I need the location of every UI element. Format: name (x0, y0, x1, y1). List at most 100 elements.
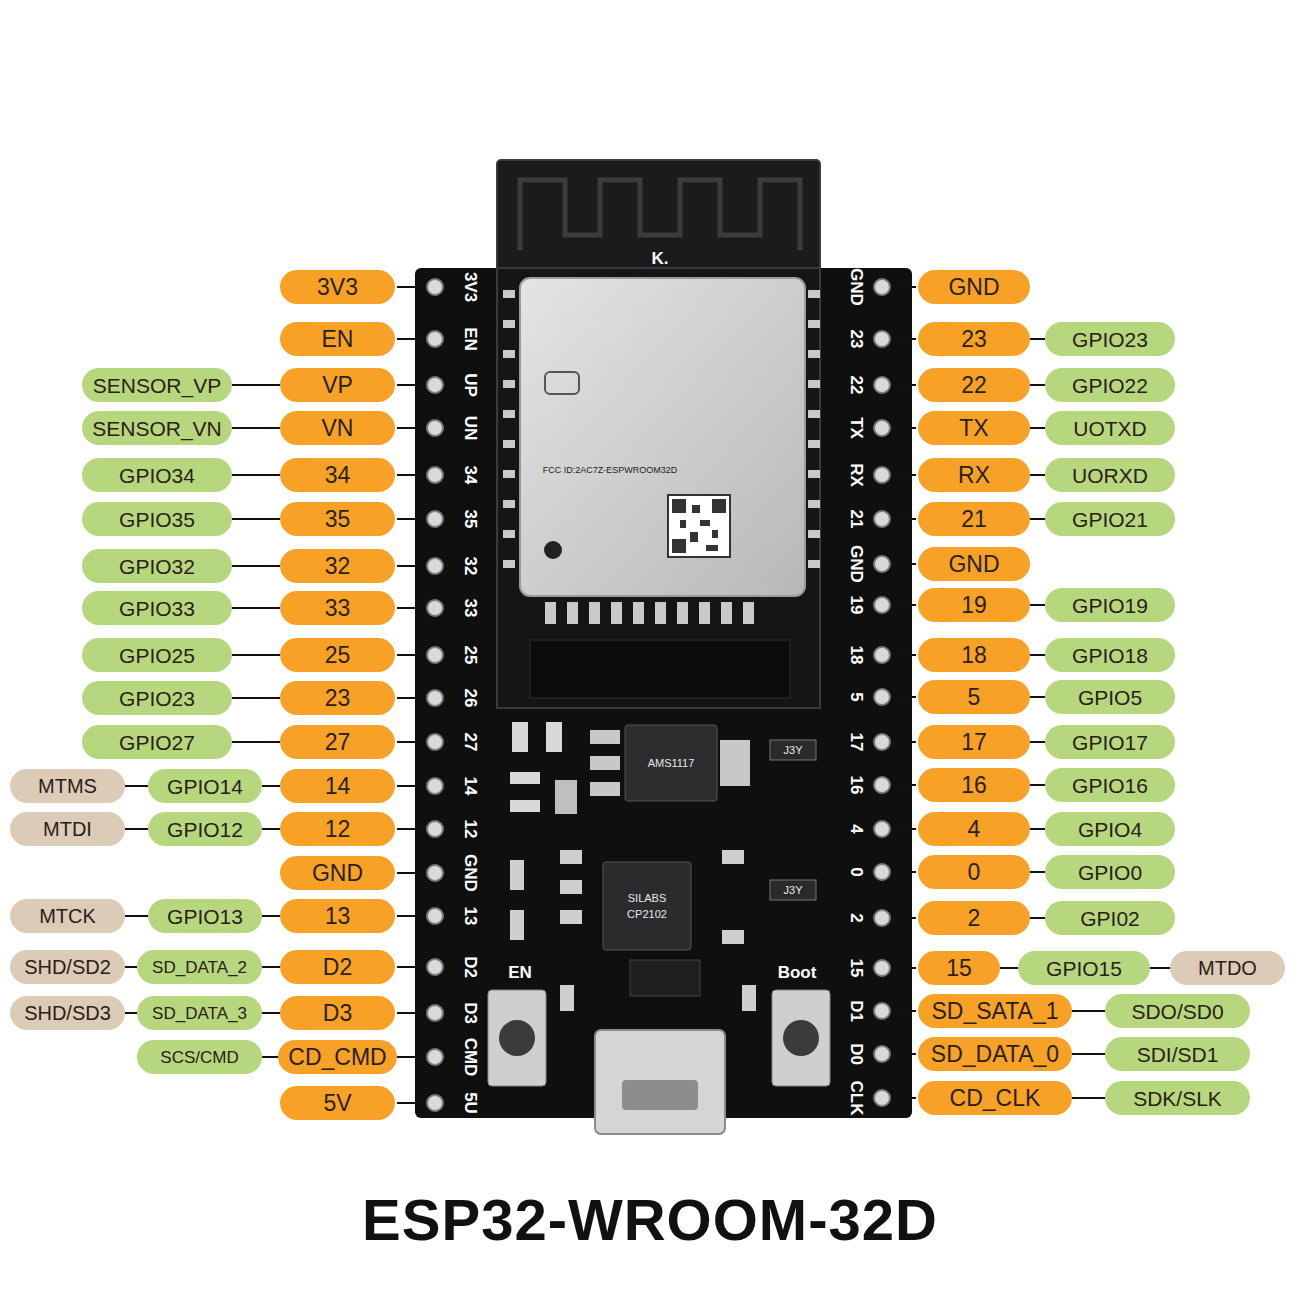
pin-silkscreen: 0 (848, 867, 865, 876)
pin-number-label: 23 (280, 681, 395, 715)
module-shield (520, 278, 805, 596)
leader-line (125, 915, 148, 917)
gpio-function-label: GPIO15 (1018, 951, 1150, 985)
alt-function-label: MTCK (10, 899, 125, 933)
pin-label-text: MTDO (1198, 958, 1257, 978)
usb-bridge-chip (603, 862, 691, 950)
leader-line (1072, 1053, 1105, 1055)
pin-label-text: GPIO23 (119, 688, 195, 709)
pin-silkscreen: UP (462, 373, 479, 397)
pin-number-label: 12 (280, 812, 395, 846)
pin-label-text: GPIO25 (119, 645, 195, 666)
pin-number-label: D2 (280, 950, 395, 984)
pin-label-text: SDO/SD0 (1131, 1001, 1223, 1022)
leader-line (262, 915, 280, 917)
pin-label-text: 2 (968, 907, 981, 930)
pin-label-text: 0 (968, 861, 981, 884)
leader-line (1030, 427, 1045, 429)
pin-label-text: D2 (323, 956, 352, 979)
pin-label-text: CD_CLK (950, 1087, 1041, 1110)
pin-number-label: 34 (280, 458, 395, 492)
pin-headers (427, 279, 890, 1111)
pin-leaders (397, 287, 916, 1103)
pin-label-text: GPIO34 (119, 465, 195, 486)
pin-label-text: 17 (961, 731, 987, 754)
pin-number-label: CD_CLK (918, 1081, 1072, 1115)
gpio-function-label: GPIO19 (1045, 588, 1175, 622)
boot-button (772, 990, 830, 1086)
pin-silkscreen: 19 (848, 596, 865, 615)
pin-label-text: GPIO21 (1072, 509, 1148, 530)
leader-line (262, 785, 280, 787)
pin-label-text: GND (948, 276, 999, 299)
pin-number-label: 25 (280, 638, 395, 672)
leader-line (1072, 1010, 1105, 1012)
leader-line (1030, 474, 1045, 476)
pin-silkscreen: CLK (848, 1081, 865, 1116)
gpio-function-label: SENSOR_VP (82, 368, 232, 402)
pin-silkscreen: D1 (848, 1000, 865, 1022)
module-marking: FCC ID:2AC7Z-ESPWROOM32D (543, 466, 678, 475)
leader-line (232, 697, 280, 699)
leader-line (1030, 696, 1045, 698)
pin-label-text: GPIO32 (119, 556, 195, 577)
reg-pin (590, 730, 620, 744)
pin-label-text: MTCK (39, 906, 96, 926)
pin-label-text: SD_DATA_0 (931, 1043, 1059, 1066)
module-underside (530, 640, 790, 698)
leader-line (1030, 518, 1045, 520)
gpio-function-label: GPIO17 (1045, 725, 1175, 759)
leader-line (125, 785, 148, 787)
pin-label-text: GPIO23 (1072, 329, 1148, 350)
pin-label-text: 23 (961, 328, 987, 351)
pin-number-label: 22 (918, 368, 1030, 402)
pin-silkscreen: 12 (462, 820, 479, 839)
leader-line (232, 565, 280, 567)
pin-label-text: CD_CMD (288, 1046, 386, 1069)
gpio-function-label: GPIO22 (1045, 368, 1175, 402)
pin-number-label: 19 (918, 588, 1030, 622)
pin-label-text: D3 (323, 1002, 352, 1025)
pin-number-label: GND (280, 856, 395, 890)
pin-label-text: 34 (325, 464, 351, 487)
gpio-function-label: GPIO21 (1045, 502, 1175, 536)
pin-silkscreen: 15 (848, 959, 865, 978)
pin-silkscreen: 4 (848, 824, 865, 833)
board-silkscreen: EN (508, 964, 532, 981)
pin-label-text: GPIO18 (1072, 645, 1148, 666)
pin-number-label: TX (918, 411, 1030, 445)
pin-silkscreen: GND (848, 545, 865, 583)
pin-label-text: SD_DATA_3 (152, 1005, 247, 1022)
alt-function-label: SHD/SD3 (10, 996, 125, 1030)
pin-label-text: SCS/CMD (160, 1049, 238, 1066)
pin-label-text: GPIO4 (1078, 819, 1142, 840)
gpio-function-label: GPIO32 (82, 549, 232, 583)
leader-line (262, 1012, 280, 1014)
alt-function-label: MTMS (10, 769, 125, 803)
pin-label-text: 32 (325, 555, 351, 578)
wifi-logo (545, 372, 579, 394)
pin-number-label: 2 (918, 901, 1030, 935)
boot-button-cap (783, 1020, 819, 1056)
micro-usb (595, 1030, 725, 1134)
pin-label-text: 13 (325, 905, 351, 928)
pin-number-label: VP (280, 368, 395, 402)
pin-number-label: D3 (280, 996, 395, 1030)
gpio-function-label: GPIO12 (148, 812, 262, 846)
board-silkscreen: Boot (778, 964, 817, 981)
pin-number-label: 5 (918, 680, 1030, 714)
gpio-function-label: UOTXD (1045, 411, 1175, 445)
leader-line (1030, 917, 1045, 919)
chip-marking: CP2102 (627, 909, 667, 920)
pin-label-text: GPIO22 (1072, 375, 1148, 396)
gpio-function-label: GPIO35 (82, 502, 232, 536)
pin-number-label: 4 (918, 812, 1030, 846)
pin-label-text: 15 (946, 957, 972, 980)
pin-label-text: SHD/SD3 (24, 1003, 111, 1023)
gpio-function-label: SENSOR_VN (82, 411, 232, 445)
pin-silkscreen: 35 (462, 510, 479, 529)
pin-label-text: MTDI (43, 819, 92, 839)
reg-pin (590, 756, 620, 770)
pin-label-text: VP (322, 374, 353, 397)
